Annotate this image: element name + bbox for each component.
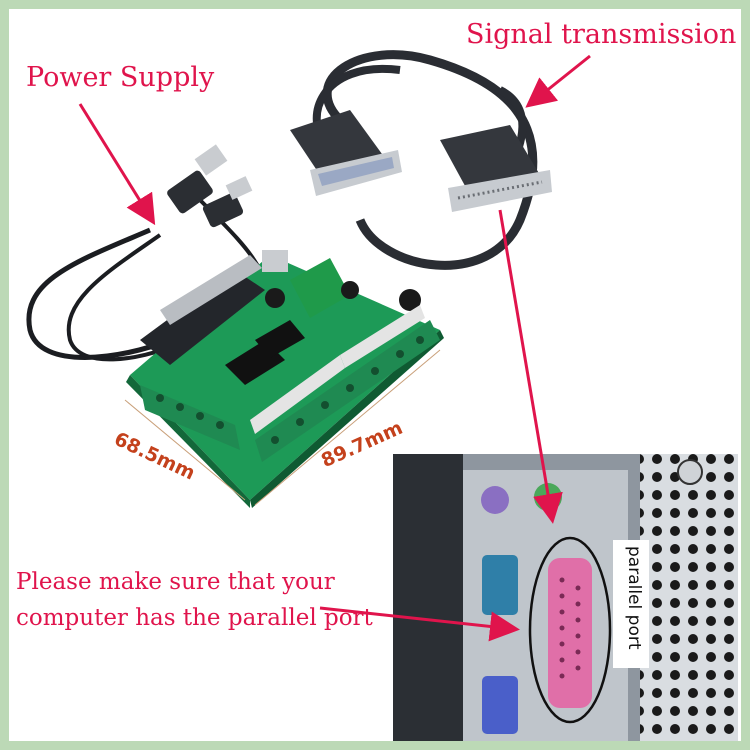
note-line-2: computer has the parallel port xyxy=(16,605,373,631)
parallel-port-tag: parallel port xyxy=(624,546,644,650)
parallel-port-note: Please make sure that your computer has … xyxy=(16,564,373,636)
usb-power-cable xyxy=(26,144,262,362)
note-line-1: Please make sure that your xyxy=(16,569,335,595)
pc-back-panel xyxy=(393,454,738,741)
interface-board xyxy=(124,250,444,508)
power-supply-label: Power Supply xyxy=(26,62,215,93)
callout-arrows xyxy=(78,54,591,642)
signal-transmission-label: Signal transmission xyxy=(466,19,737,50)
db25-signal-cable xyxy=(290,50,552,270)
